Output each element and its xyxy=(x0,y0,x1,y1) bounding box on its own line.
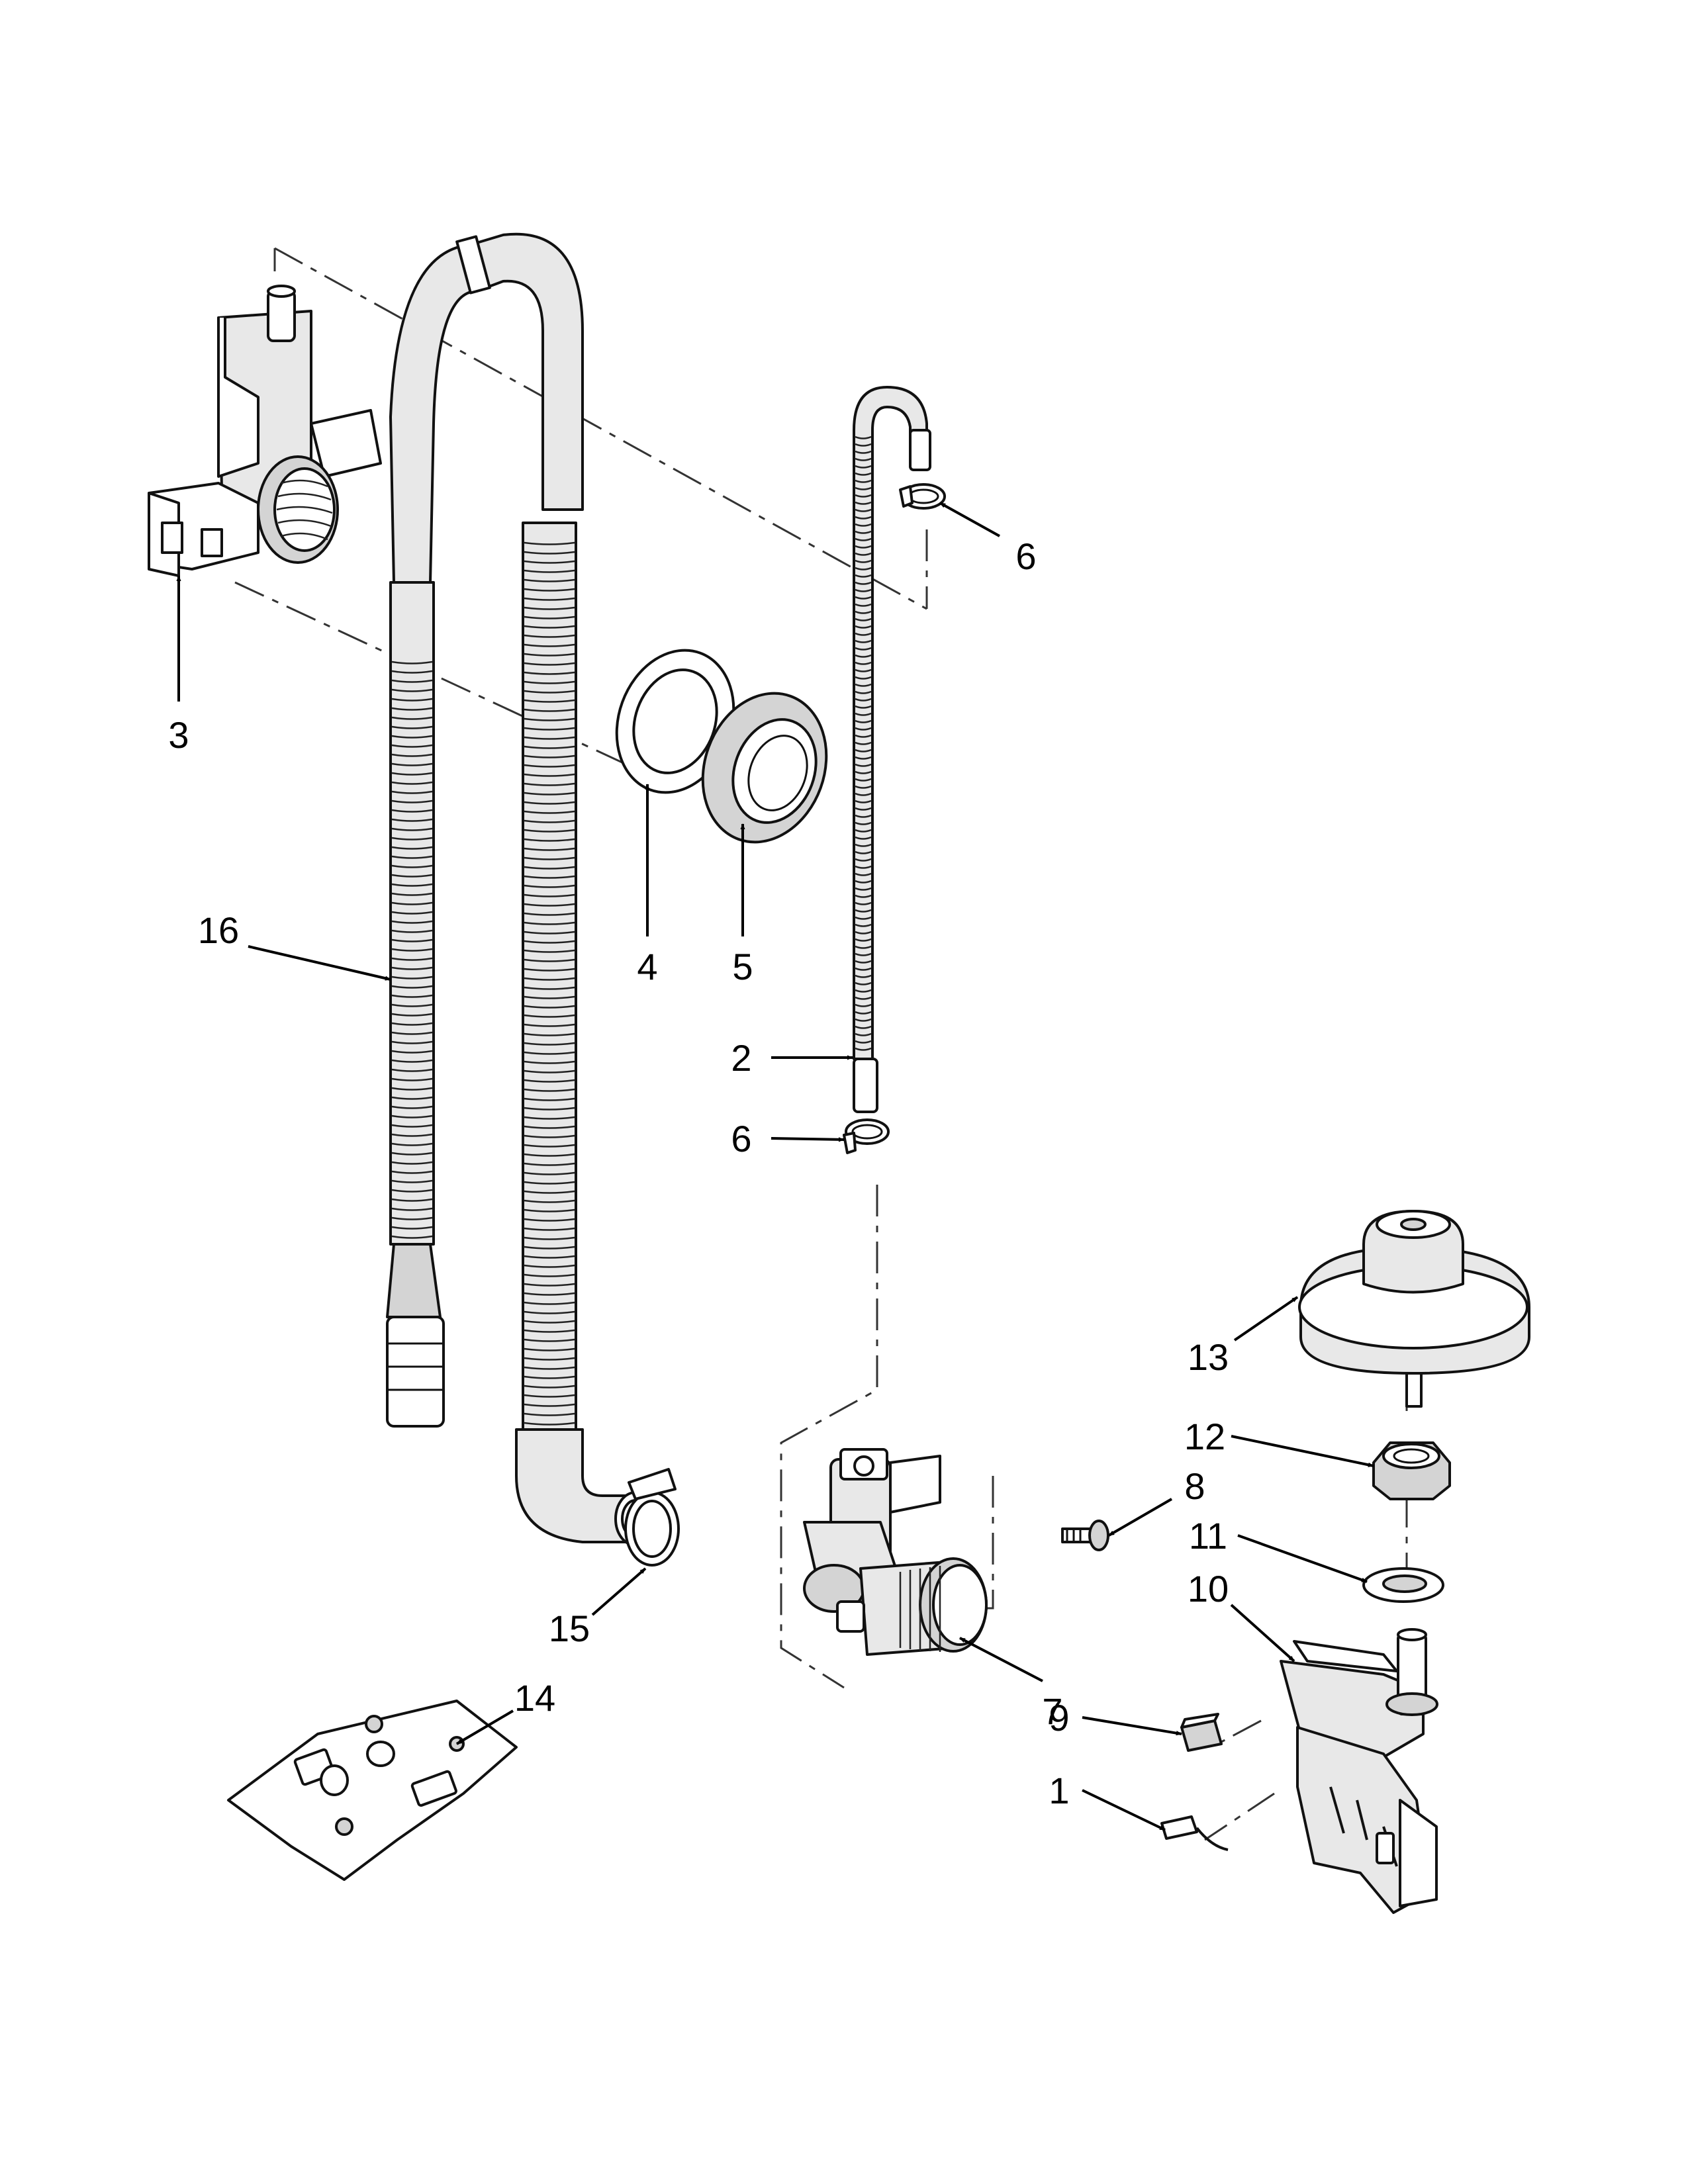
arrow-12 xyxy=(1231,1435,1374,1467)
part-15-hose-clamp xyxy=(624,1468,680,1567)
callout-11: 11 xyxy=(1189,1515,1227,1557)
callout-15: 15 xyxy=(549,1608,590,1649)
callout-16: 16 xyxy=(198,909,239,951)
part-9-micro-switch xyxy=(1180,1713,1223,1752)
arrow-6-lower xyxy=(771,1137,845,1142)
part-5-nut xyxy=(701,692,828,844)
arrow-11 xyxy=(1237,1534,1368,1583)
callout-4: 4 xyxy=(637,946,657,987)
part-12-hex-nut xyxy=(1372,1441,1451,1500)
part-13-float xyxy=(1298,1210,1530,1408)
arrow-14 xyxy=(455,1709,514,1745)
callout-1: 1 xyxy=(1049,1770,1069,1811)
callout-13: 13 xyxy=(1188,1336,1229,1378)
part-7-inlet-valve xyxy=(803,1448,988,1656)
part-10-bracket xyxy=(1280,1628,1438,1914)
arrow-16 xyxy=(248,945,391,981)
arrow-9 xyxy=(1082,1716,1182,1736)
arrow-8 xyxy=(1107,1498,1173,1537)
callout-14: 14 xyxy=(514,1677,555,1719)
callout-2: 2 xyxy=(731,1037,751,1079)
part-8-screw xyxy=(1061,1520,1109,1551)
part-6-clamp-lower xyxy=(843,1118,890,1154)
callout-8: 8 xyxy=(1184,1465,1205,1507)
callout-3: 3 xyxy=(168,714,189,756)
part-11-washer xyxy=(1362,1567,1444,1603)
arrow-6-upper xyxy=(939,502,1000,537)
part-6-clamp-upper xyxy=(899,483,946,510)
arrow-10 xyxy=(1230,1604,1295,1662)
callout-12: 12 xyxy=(1184,1416,1225,1457)
callout-10: 10 xyxy=(1188,1568,1229,1610)
callout-labels: 3 16 4 5 6 2 6 7 8 9 1 10 11 12 13 14 15 xyxy=(168,535,1229,1811)
callout-9: 9 xyxy=(1049,1697,1069,1739)
callout-6-lower: 6 xyxy=(731,1118,751,1160)
callout-5: 5 xyxy=(732,946,753,987)
callout-7: 7 xyxy=(1042,1690,1062,1732)
part-2-fill-hose xyxy=(853,386,931,1113)
arrow-15 xyxy=(591,1567,647,1616)
part-14-hardware-kit xyxy=(227,1700,518,1881)
arrow-7 xyxy=(959,1637,1043,1682)
part-1-wire-harness xyxy=(1160,1815,1229,1851)
arrow-13 xyxy=(1233,1296,1299,1342)
leader-arrows xyxy=(176,502,1374,1831)
part-3-drain-bracket xyxy=(148,285,382,577)
part-16-drain-hose xyxy=(386,232,657,1547)
callout-6-upper: 6 xyxy=(1015,535,1036,577)
arrow-1 xyxy=(1082,1789,1166,1831)
